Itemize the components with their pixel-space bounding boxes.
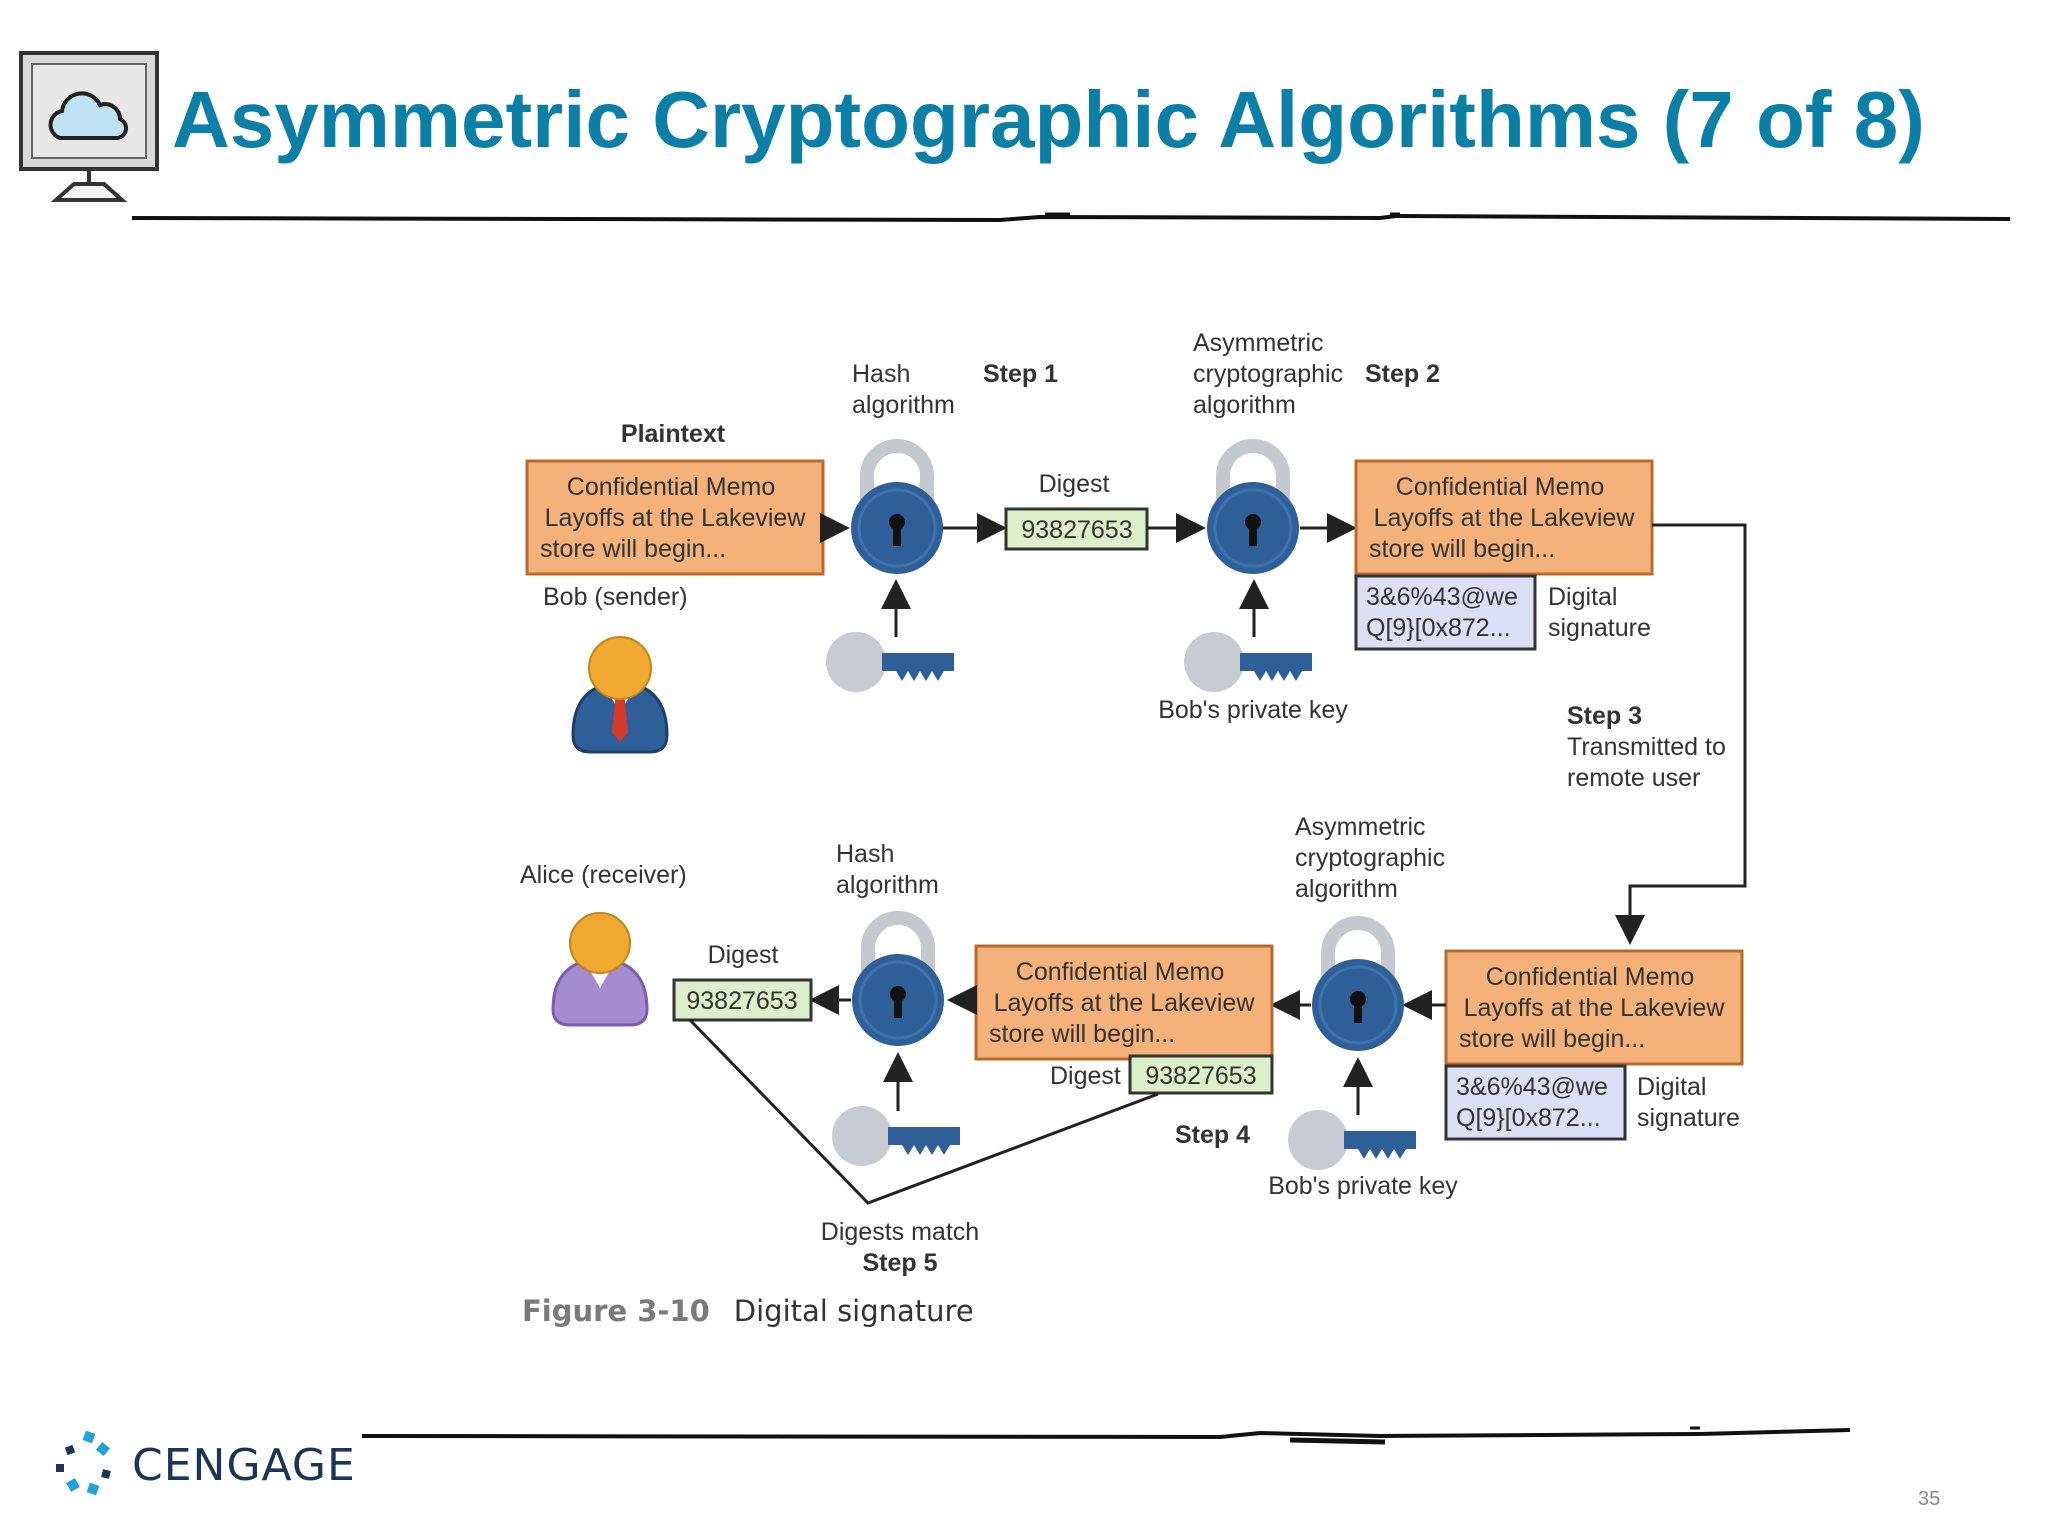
- private-key-icon: [1288, 1110, 1416, 1170]
- decrypted-digest-box: 93827653: [1128, 1054, 1274, 1095]
- hash-key-icon: [826, 632, 954, 692]
- brand-name: CENGAGE: [132, 1439, 356, 1491]
- received-memo: Confidential Memo Layoffs at the Lakevie…: [1444, 949, 1744, 1066]
- digital-signature-label: signature: [1548, 614, 1651, 642]
- alice-label: Alice (receiver): [520, 861, 687, 889]
- figure-number: Figure 3-10: [522, 1294, 710, 1328]
- asymmetric-lock-icon: [1207, 446, 1299, 574]
- asymmetric-algorithm-label: algorithm: [1295, 875, 1398, 903]
- memo-line: Confidential Memo: [1396, 473, 1604, 501]
- digest-label: Digest: [1050, 1062, 1121, 1090]
- figure-title: Digital signature: [733, 1294, 974, 1328]
- signature-line: 3&6%43@we: [1456, 1073, 1608, 1101]
- bob-label: Bob (sender): [543, 583, 688, 611]
- digests-match-label: Digests match: [821, 1218, 979, 1246]
- plaintext-memo: Confidential Memo Layoffs at the Lakevie…: [525, 459, 825, 576]
- digital-signature-label: Digital: [1637, 1073, 1706, 1101]
- alice-person-icon: [551, 912, 649, 1027]
- digital-signature-label: signature: [1637, 1104, 1740, 1132]
- hash-algorithm-label: algorithm: [836, 871, 939, 899]
- memo-line: store will begin...: [540, 535, 726, 563]
- digest-value: 93827653: [686, 987, 797, 1015]
- asymmetric-lock-icon: [1312, 923, 1404, 1051]
- digest-label: Digest: [708, 941, 779, 969]
- brand: CENGAGE: [52, 1430, 356, 1500]
- asymmetric-algorithm-label: cryptographic: [1193, 360, 1343, 388]
- hash-algorithm-label: algorithm: [852, 391, 955, 419]
- signature-line: Q[9}[0x872...: [1456, 1104, 1601, 1132]
- hash-algorithm-label: Hash: [852, 360, 910, 388]
- digest-value: 93827653: [1145, 1062, 1256, 1090]
- received-signature-box: 3&6%43@we Q[9}[0x872...: [1444, 1064, 1627, 1141]
- digest-label: Digest: [1039, 470, 1110, 498]
- step-1-label: Step 1: [983, 360, 1058, 388]
- memo-line: Layoffs at the Lakeview: [1374, 504, 1636, 532]
- step-4-label: Step 4: [1175, 1121, 1250, 1149]
- step-3-label: Step 3: [1567, 702, 1642, 730]
- step-3-description: Transmitted to: [1567, 733, 1726, 761]
- plaintext-label: Plaintext: [621, 420, 726, 448]
- bobs-private-key-label: Bob's private key: [1158, 696, 1348, 724]
- computed-digest-box: 93827653: [672, 978, 813, 1022]
- signed-memo: Confidential Memo Layoffs at the Lakevie…: [1354, 459, 1654, 576]
- memo-line: Layoffs at the Lakeview: [545, 504, 807, 532]
- memo-line: Confidential Memo: [567, 473, 775, 501]
- memo-line: Confidential Memo: [1486, 963, 1694, 991]
- memo-line: Layoffs at the Lakeview: [1464, 994, 1726, 1022]
- bobs-private-key-label: Bob's private key: [1268, 1172, 1458, 1200]
- figure-caption: Figure 3-10 Digital signature: [522, 1294, 974, 1328]
- bob-person-icon: [571, 636, 669, 754]
- step-5-label: Step 5: [862, 1249, 937, 1277]
- signature-line: Q[9}[0x872...: [1366, 614, 1511, 642]
- digest-value: 93827653: [1021, 516, 1132, 544]
- cloud-monitor-icon: [19, 51, 159, 202]
- memo-line: store will begin...: [989, 1020, 1175, 1048]
- hash-lock-icon: [852, 918, 944, 1046]
- asymmetric-algorithm-label: Asymmetric: [1295, 813, 1426, 841]
- digest-match-connector: [688, 1018, 1159, 1205]
- memo-line: store will begin...: [1459, 1025, 1645, 1053]
- decrypted-memo: Confidential Memo Layoffs at the Lakevie…: [974, 944, 1274, 1061]
- hash-algorithm-label: Hash: [836, 840, 894, 868]
- hash-lock-icon: [851, 446, 943, 574]
- page-number: 35: [1918, 1488, 1941, 1510]
- slide-title: Asymmetric Cryptographic Algorithms (7 o…: [172, 75, 1925, 164]
- cengage-logo-icon: [56, 1430, 111, 1496]
- transmission-connector: [1615, 523, 1747, 945]
- asymmetric-algorithm-label: cryptographic: [1295, 844, 1445, 872]
- digital-signature-label: Digital: [1548, 583, 1617, 611]
- memo-line: Layoffs at the Lakeview: [994, 989, 1256, 1017]
- asymmetric-algorithm-label: Asymmetric: [1193, 329, 1324, 357]
- hash-key-icon: [832, 1106, 960, 1166]
- step-2-label: Step 2: [1365, 360, 1440, 388]
- asymmetric-algorithm-label: algorithm: [1193, 391, 1296, 419]
- digest-box: 93827653: [1004, 507, 1149, 551]
- signature-line: 3&6%43@we: [1366, 583, 1518, 611]
- memo-line: Confidential Memo: [1016, 958, 1224, 986]
- step-3-description: remote user: [1567, 764, 1700, 792]
- memo-line: store will begin...: [1369, 535, 1555, 563]
- signature-box: 3&6%43@we Q[9}[0x872...: [1354, 574, 1537, 651]
- private-key-icon: [1184, 632, 1312, 692]
